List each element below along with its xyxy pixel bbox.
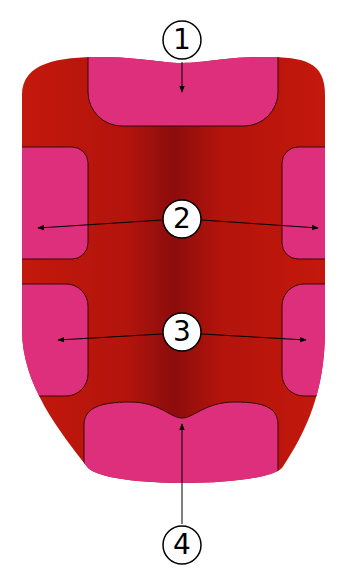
back-region bbox=[84, 402, 278, 520]
tip-region bbox=[88, 20, 278, 126]
callout-circle: 3 bbox=[162, 312, 202, 352]
callout-number: 4 bbox=[173, 531, 191, 559]
leader-line bbox=[182, 62, 183, 92]
callout-circle: 4 bbox=[162, 525, 202, 565]
callout-number: 1 bbox=[173, 26, 191, 54]
callout-number: 2 bbox=[173, 205, 191, 233]
leader-line bbox=[202, 334, 306, 340]
right-back-region bbox=[282, 284, 347, 396]
right-front-region bbox=[282, 147, 347, 259]
leader-line bbox=[38, 220, 162, 228]
callout-circle: 2 bbox=[162, 199, 202, 239]
left-back-region bbox=[0, 284, 88, 396]
leader-line bbox=[182, 424, 183, 524]
leader-line bbox=[202, 220, 318, 228]
callout-circle: 1 bbox=[162, 20, 202, 60]
left-front-region bbox=[0, 147, 88, 259]
leader-line bbox=[58, 334, 162, 340]
callout-number: 3 bbox=[173, 318, 191, 346]
